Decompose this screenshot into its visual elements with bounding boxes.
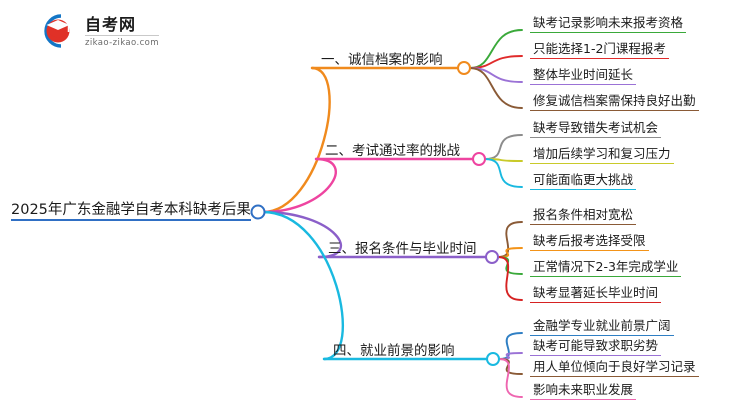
leaf-label: 增加后续学习和复习压力 [533, 146, 671, 161]
leaf-node[interactable]: 修复诚信档案需保持良好出勤 [530, 90, 699, 111]
leaf-label: 影响未来职业发展 [533, 382, 634, 397]
leaf-label: 缺考记录影响未来报考资格 [533, 15, 684, 30]
leaf-label: 金融学专业就业前景广阔 [533, 318, 671, 333]
branch-node-4[interactable]: 四、就业前景的影响 [330, 339, 458, 360]
leaf-label: 缺考可能导致求职劣势 [533, 338, 659, 353]
leaf-node[interactable]: 金融学专业就业前景广阔 [530, 315, 674, 336]
leaf-node[interactable]: 缺考可能导致求职劣势 [530, 335, 662, 356]
site-logo: 自考网 zikao-zikao.com [34, 11, 159, 51]
leaf-node[interactable]: 正常情况下2-3年完成学业 [530, 256, 682, 277]
leaf-label: 正常情况下2-3年完成学业 [533, 259, 679, 274]
leaf-node[interactable]: 可能面临更大挑战 [530, 169, 637, 190]
leaf-label: 用人单位倾向于良好学习记录 [533, 359, 696, 374]
leaf-node[interactable]: 用人单位倾向于良好学习记录 [530, 356, 699, 377]
leaf-node[interactable]: 报名条件相对宽松 [530, 204, 637, 225]
branch-node-2[interactable]: 二、考试通过率的挑战 [322, 139, 463, 160]
leaf-node[interactable]: 影响未来职业发展 [530, 379, 637, 400]
branch-label: 四、就业前景的影响 [333, 343, 455, 359]
leaf-node[interactable]: 缺考记录影响未来报考资格 [530, 12, 687, 33]
branch-node-1[interactable]: 一、诚信档案的影响 [318, 48, 446, 69]
root-node[interactable]: 2025年广东金融学自考本科缺考后果 [11, 198, 251, 221]
leaf-label: 缺考后报考选择受限 [533, 233, 646, 248]
branch-label: 一、诚信档案的影响 [321, 52, 443, 68]
branch-label: 二、考试通过率的挑战 [325, 143, 460, 159]
leaf-label: 可能面临更大挑战 [533, 172, 634, 187]
branch-node-3[interactable]: 三、报名条件与毕业时间 [325, 237, 480, 258]
leaf-node[interactable]: 缺考显著延长毕业时间 [530, 282, 662, 303]
leaf-label: 修复诚信档案需保持良好出勤 [533, 93, 696, 108]
leaf-label: 只能选择1-2门课程报考 [533, 41, 666, 56]
logo-url: zikao-zikao.com [85, 37, 159, 48]
leaf-node[interactable]: 缺考导致错失考试机会 [530, 117, 662, 138]
leaf-node[interactable]: 整体毕业时间延长 [530, 64, 637, 85]
leaf-label: 缺考导致错失考试机会 [533, 120, 659, 135]
leaf-label: 报名条件相对宽松 [533, 207, 634, 222]
leaf-node[interactable]: 缺考后报考选择受限 [530, 230, 649, 251]
leaf-label: 整体毕业时间延长 [533, 67, 634, 82]
leaf-label: 缺考显著延长毕业时间 [533, 285, 659, 300]
graduation-cap-icon [34, 11, 78, 51]
logo-name: 自考网 [85, 16, 159, 36]
branch-label: 三、报名条件与毕业时间 [328, 241, 477, 257]
leaf-node[interactable]: 增加后续学习和复习压力 [530, 143, 674, 164]
leaf-node[interactable]: 只能选择1-2门课程报考 [530, 38, 669, 59]
